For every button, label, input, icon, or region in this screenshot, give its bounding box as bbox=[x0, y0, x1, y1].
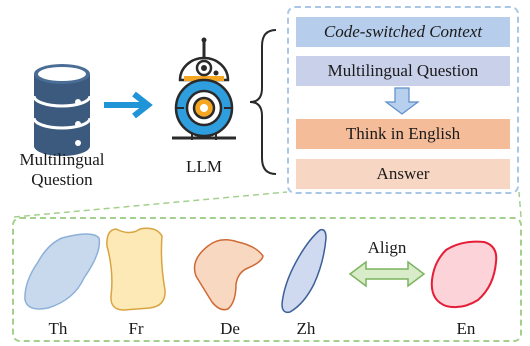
chinese-shape bbox=[281, 228, 327, 314]
english-shape bbox=[430, 240, 498, 309]
down-arrow-icon bbox=[384, 87, 420, 115]
question-source-label: Multilingual Question bbox=[2, 150, 122, 190]
question-source-line1: Multilingual bbox=[19, 150, 105, 169]
align-label: Align bbox=[367, 238, 407, 257]
question-label: Multilingual Question bbox=[327, 61, 479, 80]
thai-shape bbox=[24, 233, 101, 310]
context-label: Code-switched Context bbox=[323, 22, 483, 41]
zoom-line-left bbox=[13, 191, 288, 218]
arrow-to-llm-icon bbox=[104, 91, 153, 119]
lang-label-zh: Zh bbox=[296, 319, 316, 338]
question-box: Multilingual Question bbox=[296, 56, 510, 86]
lang-label-fr: Fr bbox=[128, 319, 144, 338]
llm-label: LLM bbox=[186, 157, 222, 176]
lang-label-th: Th bbox=[48, 319, 68, 338]
think-label: Think in English bbox=[345, 124, 461, 143]
database-icon bbox=[32, 64, 92, 156]
brace-shape bbox=[249, 29, 277, 175]
alignment-panel bbox=[12, 217, 522, 342]
french-shape bbox=[106, 227, 166, 311]
align-arrow-icon bbox=[348, 260, 426, 288]
robot-icon bbox=[172, 37, 236, 140]
zoom-line-right bbox=[518, 191, 522, 218]
german-shape bbox=[193, 239, 264, 311]
context-box: Code-switched Context bbox=[296, 17, 510, 47]
answer-box: Answer bbox=[296, 159, 510, 189]
reasoning-panel bbox=[287, 6, 519, 194]
lang-label-de: De bbox=[220, 319, 240, 338]
lang-label-en: En bbox=[456, 319, 476, 338]
answer-label: Answer bbox=[376, 164, 430, 183]
question-source-line2: Question bbox=[31, 170, 93, 189]
think-box: Think in English bbox=[296, 119, 510, 149]
